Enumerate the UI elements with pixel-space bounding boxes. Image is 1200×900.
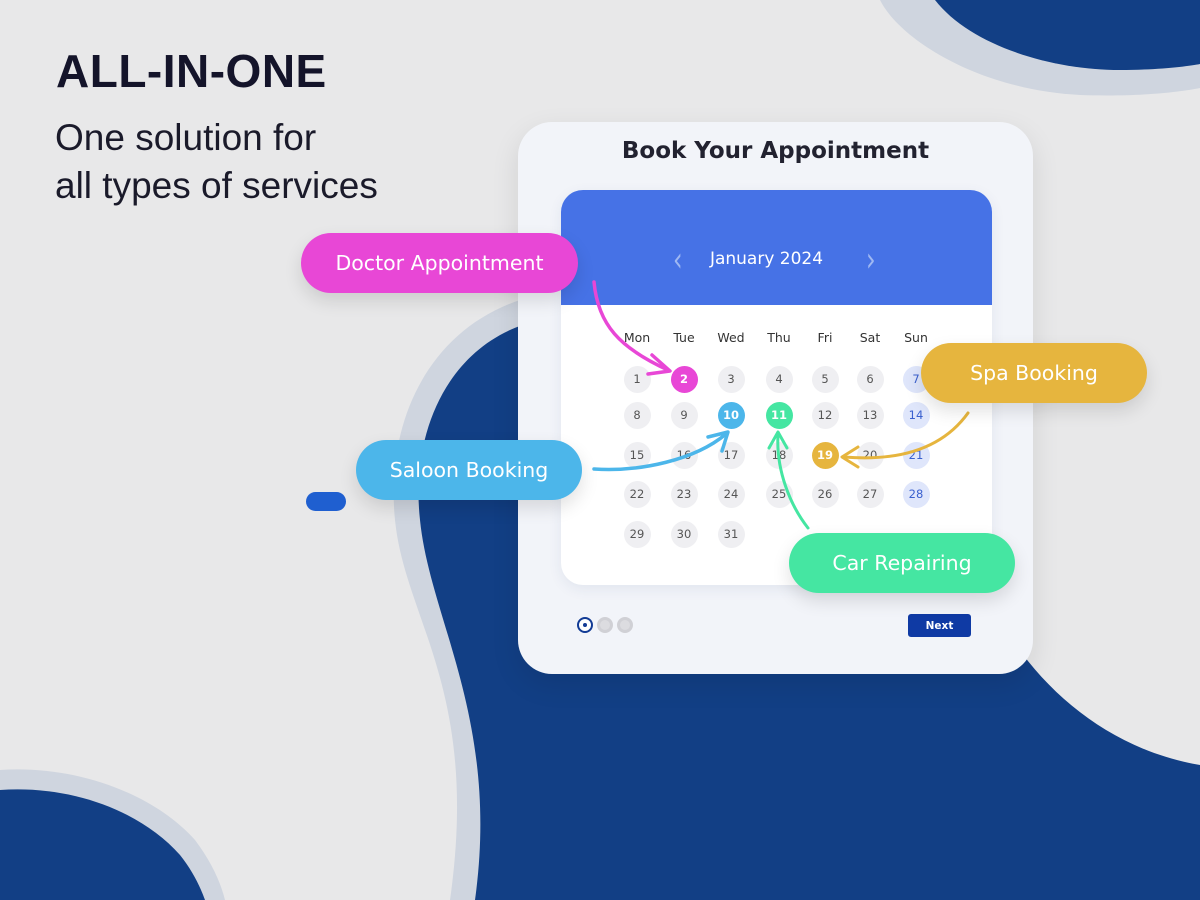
next-button[interactable]: Next (908, 614, 971, 637)
calendar-day[interactable]: 31 (717, 520, 745, 548)
calendar-day-highlighted[interactable]: 11 (765, 401, 793, 429)
weekday-label: Fri (817, 330, 833, 345)
calendar-day[interactable]: 9 (670, 401, 698, 429)
calendar-day[interactable]: 21 (902, 441, 930, 469)
calendar: ‹ January 2024 › Mon Tue Wed Thu Fri Sat Sun 1… (561, 190, 992, 585)
calendar-day[interactable]: 27 (856, 480, 884, 508)
weekday-label: Tue (673, 330, 695, 345)
calendar-day[interactable]: 20 (856, 441, 884, 469)
chevron-right-icon[interactable]: › (866, 240, 876, 280)
hero-subtitle: One solution for all types of services (55, 114, 455, 210)
calendar-day[interactable]: 30 (670, 520, 698, 548)
weekday-label: Mon (623, 330, 651, 345)
month-label: January 2024 (709, 249, 824, 269)
calendar-day[interactable]: 13 (856, 401, 884, 429)
weekday-label: Sat (859, 330, 881, 345)
calendar-day[interactable]: 28 (902, 480, 930, 508)
calendar-day[interactable]: 15 (623, 441, 651, 469)
hero-subtitle-line-2: all types of services (55, 165, 378, 206)
calendar-day[interactable]: 5 (811, 365, 839, 393)
calendar-day[interactable]: 1 (623, 365, 651, 393)
service-label-saloon[interactable]: Saloon Booking (356, 440, 582, 500)
hero-title: ALL-IN-ONE (56, 45, 327, 97)
calendar-day[interactable]: 22 (623, 480, 651, 508)
calendar-day[interactable]: 12 (811, 401, 839, 429)
calendar-day[interactable]: 26 (811, 480, 839, 508)
calendar-header: ‹ January 2024 › (561, 190, 992, 305)
calendar-day-highlighted[interactable]: 2 (670, 365, 698, 393)
calendar-day[interactable]: 25 (765, 480, 793, 508)
decorative-pill (306, 492, 346, 511)
calendar-day[interactable]: 8 (623, 401, 651, 429)
pager-dot[interactable] (617, 617, 633, 633)
calendar-day[interactable]: 14 (902, 401, 930, 429)
calendar-day-highlighted[interactable]: 19 (811, 441, 839, 469)
service-label-doctor[interactable]: Doctor Appointment (301, 233, 578, 293)
service-label-spa[interactable]: Spa Booking (921, 343, 1147, 403)
calendar-day[interactable]: 16 (670, 441, 698, 469)
card-title: Book Your Appointment (621, 138, 930, 164)
calendar-day[interactable]: 4 (765, 365, 793, 393)
calendar-day[interactable]: 6 (856, 365, 884, 393)
hero-subtitle-line-1: One solution for (55, 117, 317, 158)
calendar-day-highlighted[interactable]: 10 (717, 401, 745, 429)
pager-dot[interactable] (577, 617, 593, 633)
calendar-day[interactable]: 3 (717, 365, 745, 393)
pager-dot[interactable] (597, 617, 613, 633)
weekday-label: Thu (767, 330, 791, 345)
weekday-label: Wed (717, 330, 745, 345)
calendar-day[interactable]: 24 (717, 480, 745, 508)
weekday-label: Sun (904, 330, 928, 345)
calendar-day[interactable]: 23 (670, 480, 698, 508)
bg-bottom-left-navy-blob (0, 789, 205, 900)
calendar-day[interactable]: 29 (623, 520, 651, 548)
bg-top-right-navy-blob (935, 0, 1200, 70)
chevron-left-icon[interactable]: ‹ (673, 240, 683, 280)
calendar-day[interactable]: 17 (717, 441, 745, 469)
calendar-day[interactable]: 18 (765, 441, 793, 469)
service-label-car[interactable]: Car Repairing (789, 533, 1015, 593)
